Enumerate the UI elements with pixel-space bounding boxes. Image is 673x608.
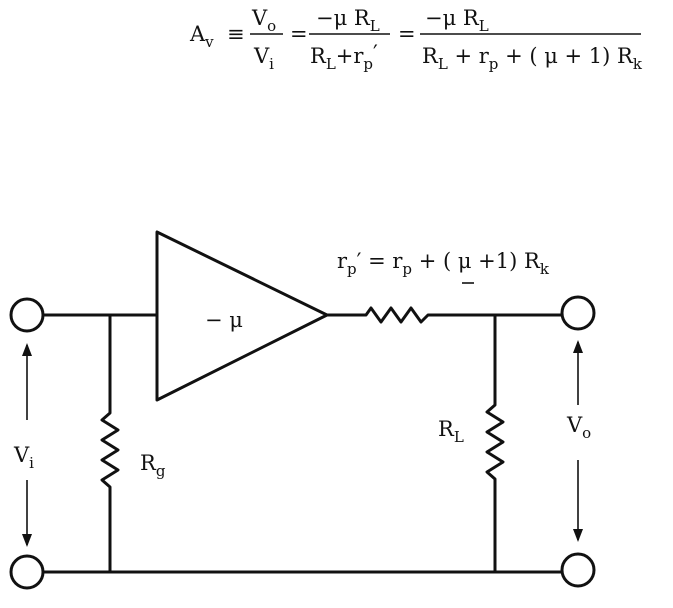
gain-equation: Av ≡ Vo Vi = −μ RL RL+rp′ = −μ RL RL + r… bbox=[189, 6, 643, 73]
vi-arrow-down-head bbox=[22, 534, 32, 547]
vo-label: Vo bbox=[566, 413, 591, 442]
rg-resistor bbox=[100, 313, 120, 574]
eq-frac3-num: −μ RL bbox=[425, 6, 489, 35]
rl-label: RL bbox=[438, 417, 464, 446]
vi-label: Vi bbox=[13, 443, 34, 472]
rp-label: rp′ = rp + ( μ +1) Rk bbox=[337, 249, 550, 278]
eq-equals-2: = bbox=[398, 22, 416, 46]
circuit: − μ rp′ = rp + ( μ +1) Rk Rg RL Vi Vo bbox=[9, 230, 596, 590]
output-terminal-top bbox=[560, 295, 596, 331]
vi-arrow-up-head bbox=[22, 343, 32, 356]
eq-frac3-den: RL + rp + ( μ + 1) Rk bbox=[422, 44, 643, 73]
rl-resistor bbox=[485, 313, 505, 574]
rp-series-resistor bbox=[325, 306, 564, 324]
vo-arrow-up-head bbox=[573, 340, 583, 353]
amplifier-gain-label: − μ bbox=[205, 308, 243, 332]
eq-lhs: Av bbox=[189, 22, 214, 51]
amplifier-triangle bbox=[155, 230, 329, 402]
rg-label: Rg bbox=[140, 451, 166, 480]
input-terminal-top bbox=[9, 297, 45, 333]
vo-arrow-down-head bbox=[573, 529, 583, 542]
input-terminal-bottom bbox=[9, 554, 45, 590]
eq-frac2-num: −μ RL bbox=[316, 6, 380, 35]
eq-frac1-den: Vi bbox=[253, 44, 274, 73]
output-terminal-bottom bbox=[560, 552, 596, 588]
eq-equiv: ≡ bbox=[227, 22, 245, 46]
eq-frac1-num: Vo bbox=[251, 6, 276, 35]
eq-frac2-den: RL+rp′ bbox=[310, 41, 378, 73]
eq-equals-1: = bbox=[290, 22, 308, 46]
